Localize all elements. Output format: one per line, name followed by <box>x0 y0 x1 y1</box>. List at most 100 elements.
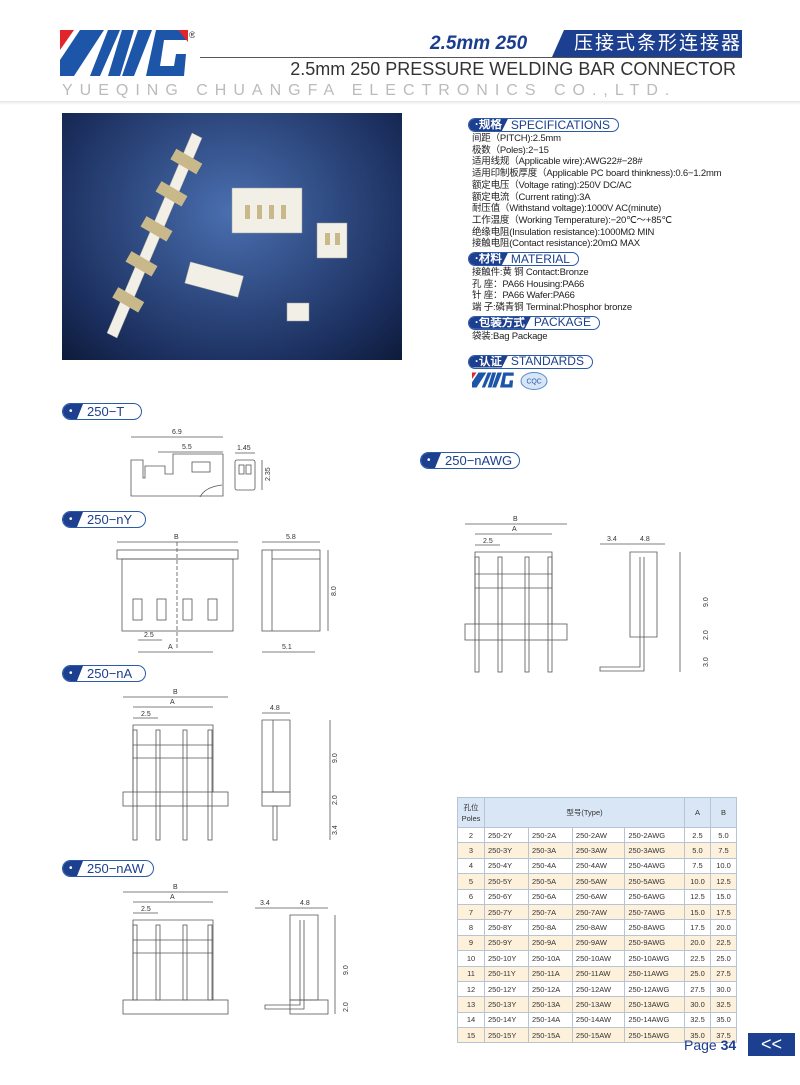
divider <box>0 101 800 105</box>
section-en: STANDARDS <box>510 354 584 369</box>
section-cn: ·包装方式 <box>469 317 531 329</box>
bullet-icon: • <box>421 453 441 468</box>
label-text: 250−T <box>87 404 125 419</box>
drawing-250-nawg: B A 2.5 3.4 4.8 9.0 2.0 3.0 <box>464 516 710 673</box>
section-cn: ·规格 <box>469 119 508 131</box>
section-cn: ·认证 <box>469 356 508 368</box>
cqc-cert-icon: CQC <box>520 371 548 390</box>
table-cell: 250-6A <box>527 888 573 905</box>
table-cell: 2 <box>457 826 485 844</box>
dim-label: 1.45 <box>237 445 251 452</box>
table-cell: 250-3A <box>527 842 573 859</box>
table-cell: 250-8Y <box>484 919 529 936</box>
awg-logo-small <box>472 372 514 388</box>
table-cell: 32.5 <box>684 1011 711 1029</box>
divider <box>200 57 742 58</box>
dim-label: 2.35 <box>265 467 272 481</box>
table-cell: 250-14A <box>527 1011 573 1029</box>
table-cell: 250-11Y <box>484 965 529 982</box>
section-en: SPECIFICATIONS <box>510 118 610 132</box>
subtitle: 2.5mm 250 PRESSURE WELDING BAR CONNECTOR <box>290 59 736 79</box>
dim-label: A <box>170 894 175 901</box>
table-cell: 35.0 <box>710 1011 737 1029</box>
dim-label: 8.0 <box>331 586 338 596</box>
table-cell: 250-5A <box>527 873 573 890</box>
dim-label: 5.8 <box>286 534 296 541</box>
dim-label: 4.8 <box>270 705 280 712</box>
table-cell: 5.0 <box>710 826 737 844</box>
dim-label: A <box>512 526 517 533</box>
table-cell: 25.0 <box>684 965 711 982</box>
table-cell: 250-8A <box>527 919 573 936</box>
dim-label: 2.0 <box>703 630 710 640</box>
drawing-label-250-nawg: •250−nAWG <box>420 452 520 469</box>
table-cell: 250-6AW <box>571 888 626 905</box>
table-cell: 250-9AWG <box>624 934 685 952</box>
spec-line: 额定电压（Voltage rating):250V DC/AC <box>472 179 632 191</box>
table-cell: 250-15AWG <box>624 1027 685 1044</box>
dim-label: 3.4 <box>607 536 617 543</box>
table-cell: 250-6Y <box>484 888 529 905</box>
brand-logo: ® <box>60 30 195 76</box>
table-cell: 20.0 <box>710 919 737 936</box>
table-cell: 250-11AW <box>571 965 626 982</box>
table-cell: 250-13AWG <box>624 996 685 1013</box>
material-line: 孔 座：PA66 Housing:PA66 <box>472 278 585 290</box>
table-cell: 30.0 <box>684 996 711 1013</box>
table-cell: 10.0 <box>710 857 737 875</box>
table-cell: 15 <box>457 1027 485 1044</box>
dim-label: 5.5 <box>182 444 192 451</box>
dim-label: 3.0 <box>703 657 710 667</box>
dim-label: B <box>174 534 179 541</box>
dim-label: 9.0 <box>332 753 339 763</box>
table-cell: 250-14Y <box>484 1011 529 1029</box>
dim-label: 2.5 <box>483 538 493 545</box>
spec-line: 工作温度（Working Temperature):−20℃～+85℃ <box>472 214 672 226</box>
dim-label: 3.4 <box>332 825 339 835</box>
table-cell: 250-15A <box>527 1027 573 1044</box>
page-number: Page 34 <box>684 1037 736 1053</box>
table-cell: 250-9Y <box>484 934 529 952</box>
dim-label: B <box>513 516 518 523</box>
table-cell: 35.0 <box>684 1027 711 1044</box>
title-en: 2.5mm 250 <box>430 33 528 54</box>
dim-label: B <box>173 884 178 891</box>
company-name: YUEQING CHUANGFA ELECTRONICS CO.,LTD. <box>62 82 677 99</box>
table-cell: 250-7Y <box>484 903 529 921</box>
table-cell: 22.5 <box>710 934 737 952</box>
table-cell: 6 <box>457 888 485 905</box>
table-cell: 30.0 <box>710 980 737 998</box>
table-cell: 250-5Y <box>484 873 529 890</box>
dim-label: 4.8 <box>640 536 650 543</box>
spec-line: 间距（PITCH):2.5mm <box>472 133 561 144</box>
material-line: 端 子:磷青铜 Terminal:Phosphor bronze <box>472 302 632 314</box>
drawing-250-ny: B A 2.5 5.8 8.0 5.1 <box>116 534 338 653</box>
table-cell: 250-4A <box>527 857 573 875</box>
dim-label: 3.4 <box>260 900 270 907</box>
package-line: 袋装:Bag Package <box>472 330 548 342</box>
back-button[interactable]: << <box>748 1033 795 1056</box>
section-en: MATERIAL <box>510 252 570 266</box>
table-cell: 250-13AW <box>571 996 626 1013</box>
page-label: Page <box>684 1037 717 1053</box>
table-cell: 250-7AW <box>571 903 626 921</box>
table-cell: 250-5AWG <box>624 873 685 890</box>
table-cell: 250-2AWG <box>624 826 685 844</box>
table-cell: 8 <box>457 919 485 936</box>
table-cell: 250-4Y <box>484 857 529 875</box>
dim-label: A <box>168 644 173 651</box>
table-cell: 250-4AW <box>571 857 626 875</box>
dim-label: 5.1 <box>282 644 292 651</box>
dim-label: 2.0 <box>343 1002 350 1012</box>
table-cell: 250-14AW <box>571 1011 626 1029</box>
dim-label: 9.0 <box>343 965 350 975</box>
